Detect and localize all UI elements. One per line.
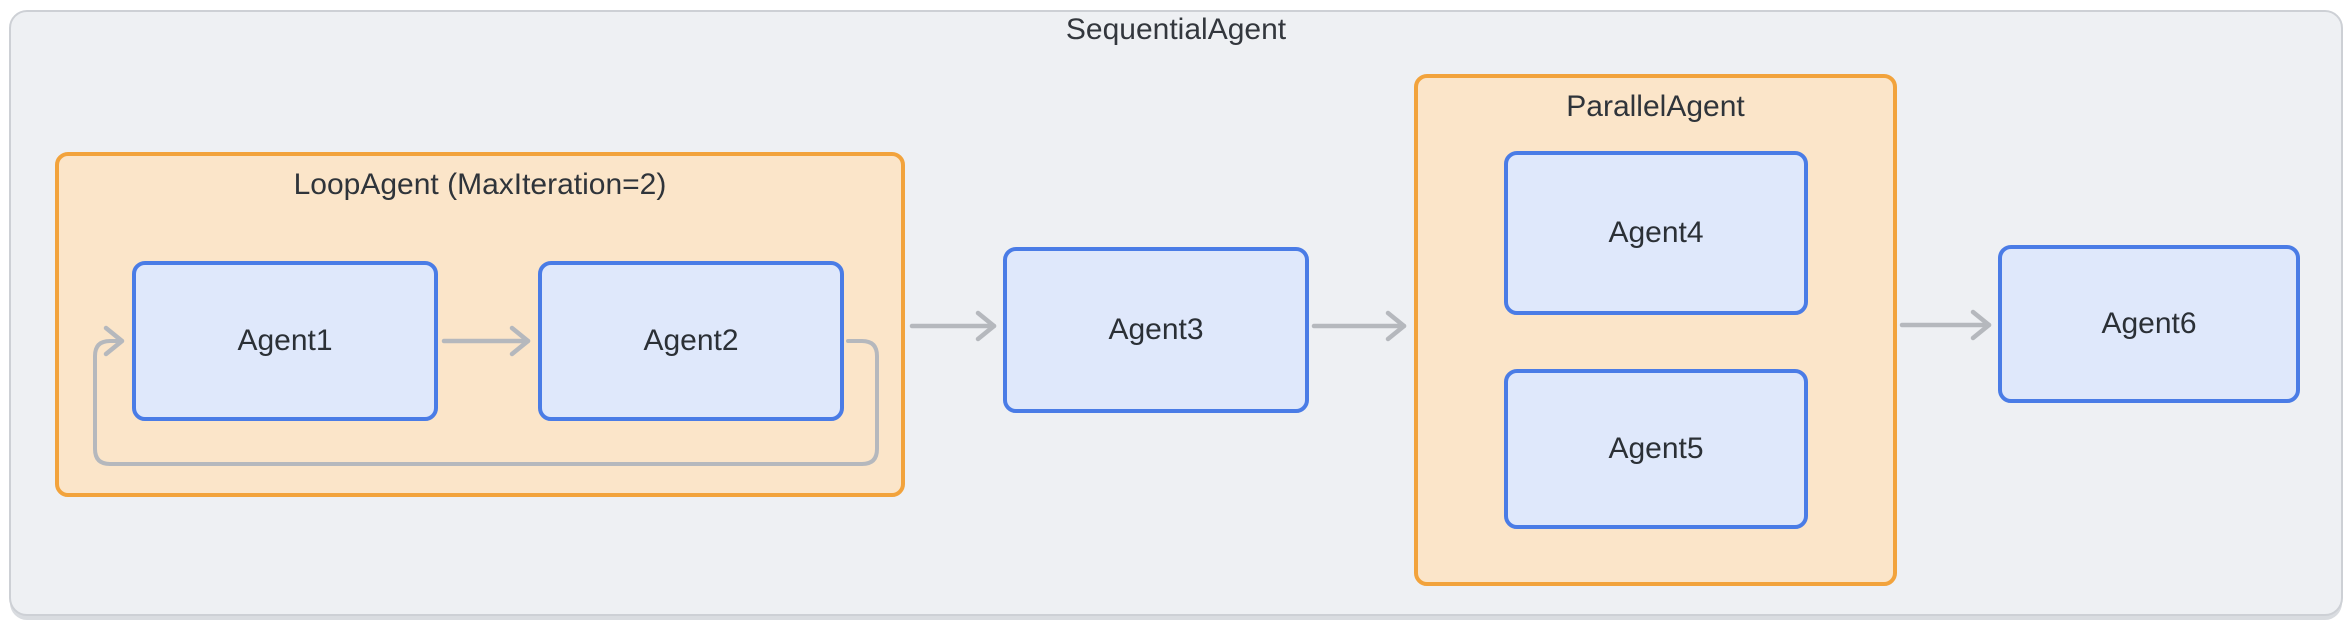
node-agent4: Agent4 <box>1504 151 1808 315</box>
loop-agent-title: LoopAgent (MaxIteration=2) <box>293 168 667 201</box>
node-agent5: Agent5 <box>1504 369 1808 529</box>
node-agent6: Agent6 <box>1998 245 2300 403</box>
node-agent3: Agent3 <box>1003 247 1309 413</box>
node-agent1: Agent1 <box>132 261 438 421</box>
sequential-agent-title: SequentialAgent <box>1065 13 1287 46</box>
parallel-agent-title: ParallelAgent <box>1566 90 1745 123</box>
node-agent2: Agent2 <box>538 261 844 421</box>
